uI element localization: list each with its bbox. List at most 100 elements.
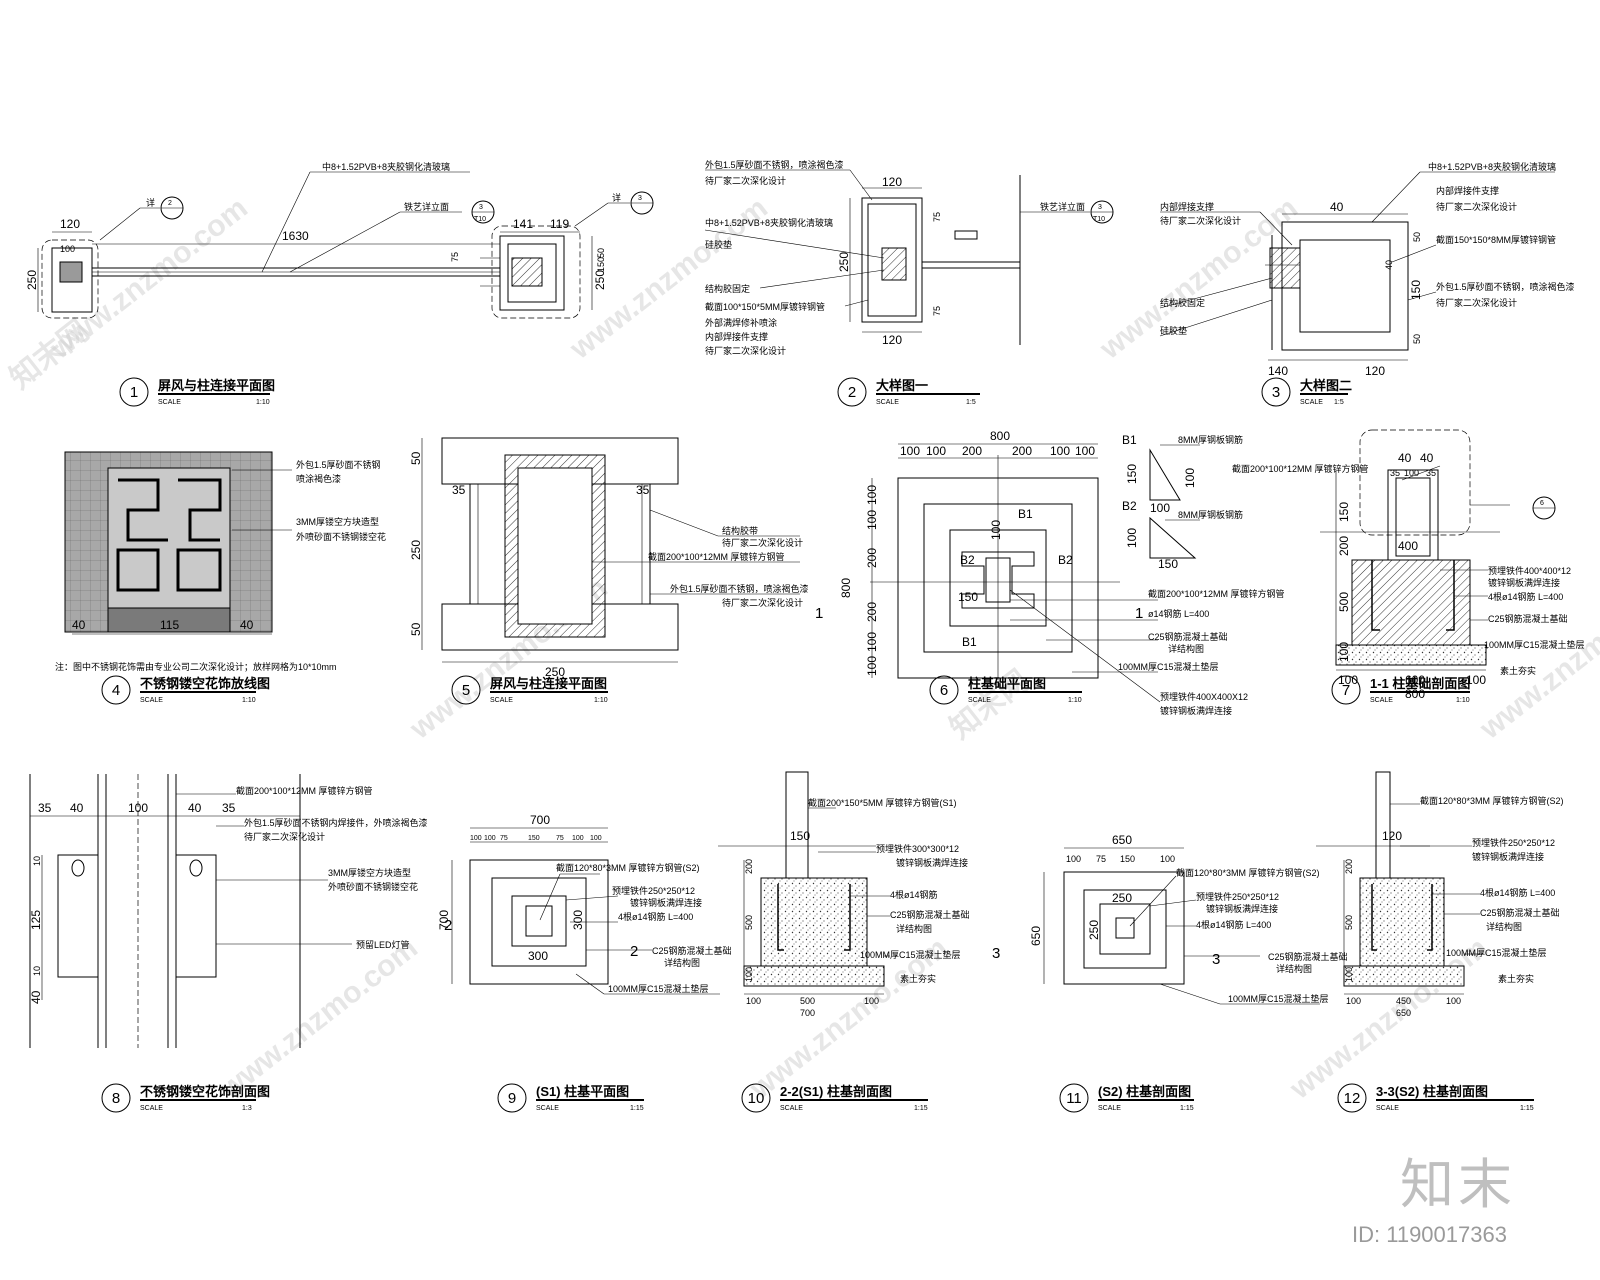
title-circle — [451, 675, 481, 705]
scale-value: 1:5 — [966, 399, 976, 406]
dim: 100 — [746, 996, 761, 1006]
note: 素土夯实 — [1498, 973, 1534, 984]
title-circle — [929, 675, 959, 705]
drawing-2: 120 120 250 75 75 外包1.5厚砂面不锈钢，喷涂褐色漆 待厂家二… — [704, 159, 1114, 356]
title-number: 7 — [1342, 682, 1350, 699]
note: 详结构图 — [896, 923, 932, 934]
dim: 200 — [1344, 859, 1354, 874]
dim: 40 — [1420, 451, 1434, 465]
dim: 100 — [865, 632, 879, 652]
note: 预埋铁件250*250*12 — [612, 885, 695, 896]
dim: 150 — [596, 257, 606, 272]
note: 预埋铁件250*250*12 — [1472, 837, 1555, 848]
scale-label: SCALE — [490, 697, 513, 704]
drawing-3: 140 120 40 50 150 50 40 中8+1.52PVB+8夹胶钢化… — [1159, 161, 1575, 378]
dim: 400 — [1398, 539, 1418, 553]
note-glass: 中8+1.52PVB+8夹胶钢化清玻璃 — [322, 161, 450, 172]
dim: 700 — [530, 813, 550, 827]
title-number: 4 — [112, 682, 120, 699]
note: 镀锌钢板满焊连接 — [1488, 577, 1560, 588]
dim: 100 — [1075, 444, 1095, 458]
dim: 700 — [800, 1008, 815, 1018]
dim: 150 — [790, 829, 810, 843]
note: 截面120*80*3MM 厚镀锌方钢管(S2) — [1420, 795, 1564, 806]
note: 结构胶固定 — [1160, 297, 1205, 308]
dim: 100 — [900, 444, 920, 458]
dim: 200 — [962, 444, 982, 458]
scale-value: 1:10 — [594, 697, 608, 704]
dim: 100 — [60, 244, 75, 254]
note: 中8+1.52PVB+8夹胶钢化清玻璃 — [1428, 161, 1556, 172]
note: 3MM厚镂空方块造型 — [296, 516, 379, 527]
scale-label: SCALE — [1370, 697, 1393, 704]
label-b2: B2 — [960, 553, 975, 567]
dim: 100 — [1160, 854, 1175, 864]
scale-value: 1:15 — [1180, 1105, 1194, 1112]
dim: 50 — [409, 622, 423, 636]
note: 镀锌钢板满焊连接 — [1472, 851, 1544, 862]
dim: 141 — [513, 217, 533, 231]
note: 截面150*150*8MM厚镀锌钢管 — [1436, 234, 1556, 245]
dim: 100 — [1066, 854, 1081, 864]
dim: 500 — [744, 915, 754, 930]
note: 4根ø14钢筋 L=400 — [1196, 919, 1271, 930]
title-number: 3 — [1272, 384, 1280, 401]
note: 外部满焊修补喷涂 — [705, 317, 777, 328]
dim: 100 — [572, 835, 584, 842]
note: 4根ø14钢筋 L=400 — [618, 911, 693, 922]
note: 截面200*100*12MM 厚镀锌方钢管 — [1232, 463, 1369, 474]
note: 外喷砂面不锈钢镂空花 — [328, 881, 418, 892]
note: 100MM厚C15混凝土垫层 — [1118, 661, 1219, 672]
dim: 35 — [636, 483, 650, 497]
dim: 100 — [989, 520, 1003, 540]
note: C25钢筋混凝土基础 — [1480, 907, 1560, 918]
note: 详结构图 — [1276, 963, 1312, 974]
note: 待厂家二次深化设计 — [1436, 201, 1517, 212]
dim: 125 — [29, 910, 43, 930]
dim: 100 — [1344, 967, 1354, 982]
title-number: 9 — [508, 1090, 516, 1107]
dim: 200 — [865, 548, 879, 568]
dim: 600 — [1405, 673, 1425, 687]
dim: 120 — [60, 217, 80, 231]
title-number: 10 — [748, 1090, 765, 1107]
scale-label: SCALE — [140, 1105, 163, 1112]
note: 截面120*80*3MM 厚镀锌方钢管(S2) — [556, 862, 700, 873]
section-mark: 2 — [630, 943, 638, 960]
dim: 100 — [484, 835, 496, 842]
title-text: 柱基础平面图 — [968, 676, 1046, 691]
note: 外喷砂面不锈钢镂空花 — [296, 531, 386, 542]
dim: 50 — [409, 451, 423, 465]
note: 100MM厚C15混凝土垫层 — [1228, 993, 1329, 1004]
dim: 119 — [550, 217, 569, 231]
note: 待厂家二次深化设计 — [722, 597, 803, 608]
note: 待厂家二次深化设计 — [1436, 297, 1517, 308]
note: 详结构图 — [1486, 921, 1522, 932]
note: 内部焊接件支撑 — [1436, 185, 1499, 196]
dim: 150 — [1409, 280, 1423, 300]
dim: 250 — [409, 540, 423, 560]
drawing-12: 100 450 100 650 120 200 500 100 截面120*80… — [1316, 771, 1564, 1018]
dim: 200 — [1337, 536, 1351, 556]
scale-value: 1:10 — [1068, 697, 1082, 704]
note: 100MM厚C15混凝土垫层 — [1484, 639, 1585, 650]
dim: 150 — [1125, 464, 1139, 484]
dim: 40 — [70, 801, 84, 815]
scale-value: 1:15 — [914, 1105, 928, 1112]
ref-num: 3 — [1098, 204, 1102, 211]
dim: 100 — [864, 996, 879, 1006]
image-id: ID: 1190017363 — [1352, 1222, 1507, 1247]
note: 硅胶垫 — [1160, 325, 1187, 336]
dim: 800 — [839, 578, 853, 598]
dim: 50 — [1412, 334, 1422, 344]
note: 截面100*150*5MM厚镀锌钢管 — [705, 301, 825, 312]
dim: 10 — [32, 966, 42, 976]
title-circle — [1331, 675, 1361, 705]
drawing-1: 120 100 1630 141 119 250 250 50 150 75 详… — [25, 161, 654, 319]
drawing-5: 250 250 50 50 35 35 结构胶带 待厂家二次深化设计 截面200… — [409, 437, 809, 679]
